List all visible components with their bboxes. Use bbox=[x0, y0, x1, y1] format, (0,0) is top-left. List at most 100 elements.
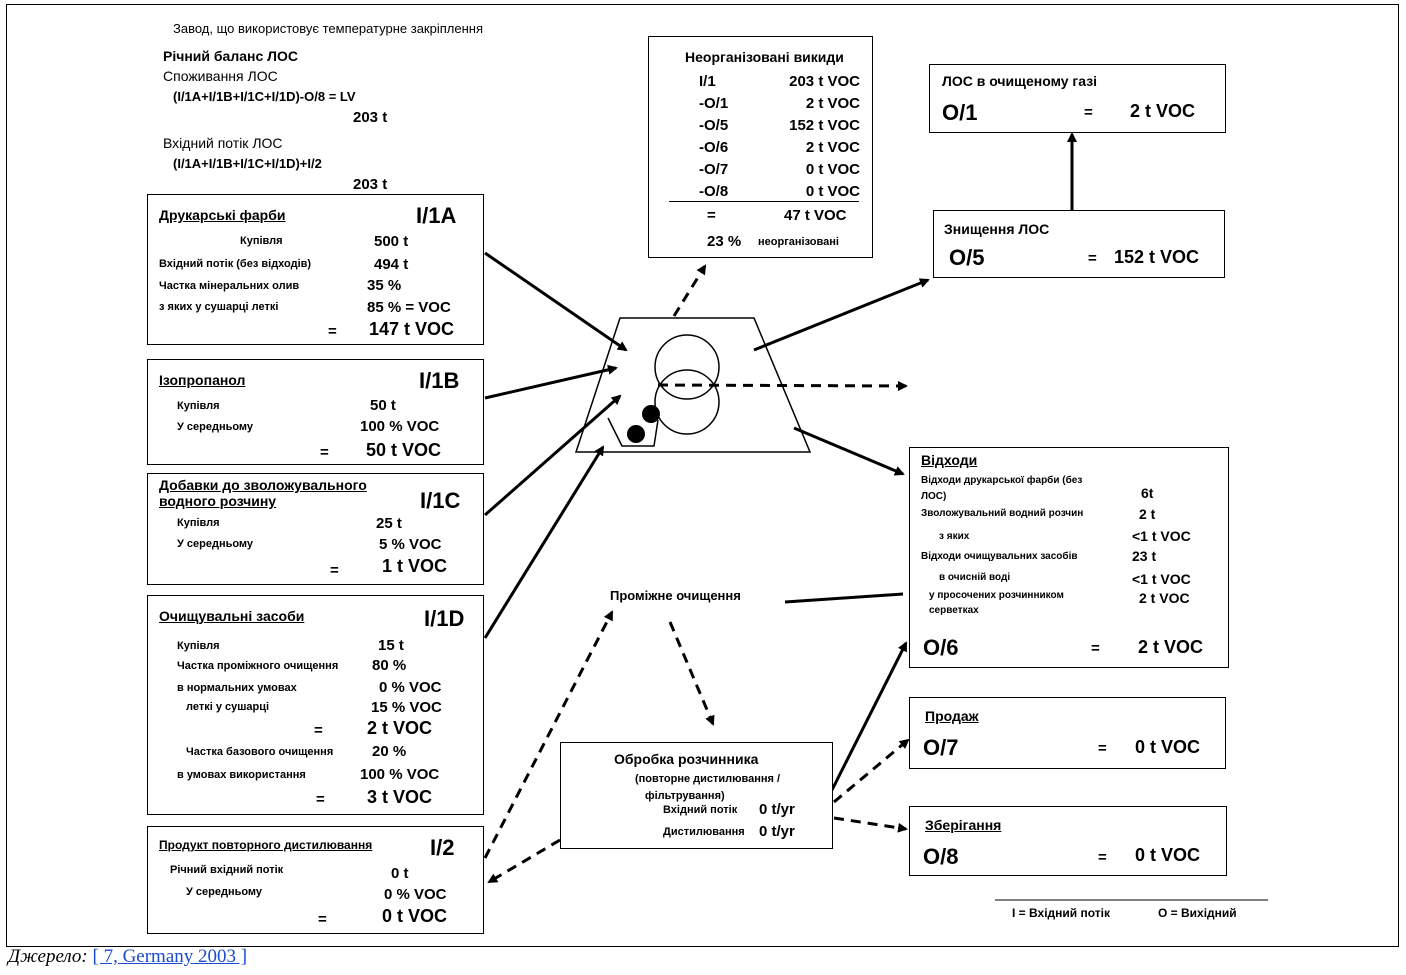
row-label: з яких у сушарці леткі bbox=[159, 301, 279, 313]
fugitive-row-value: 152 t VOC bbox=[789, 117, 860, 134]
row-value: 100 % VOC bbox=[360, 418, 440, 435]
arrow-press-to-waste bbox=[793, 426, 905, 476]
arrow-1a-to-press bbox=[484, 251, 628, 352]
box-title: Обробка розчинника bbox=[614, 751, 759, 767]
row-label: Відходи друкарської фарби (без bbox=[921, 475, 1083, 486]
arrow-solvent-to-storage bbox=[833, 816, 908, 833]
sum-line bbox=[669, 201, 859, 202]
row-value: 5 % VOC bbox=[379, 536, 442, 553]
box-value: 2 t VOC bbox=[1138, 637, 1204, 657]
diagram-frame bbox=[6, 4, 1399, 947]
legend-input: I = Вхідний потік bbox=[1012, 906, 1110, 920]
fugitive-total: 47 t VOC bbox=[784, 207, 847, 224]
row-value: 0 % VOC bbox=[384, 886, 447, 903]
box-id: I/1B bbox=[419, 368, 460, 393]
subtotal: 2 t VOC bbox=[367, 718, 433, 738]
box-title: Друкарські фарби bbox=[159, 207, 286, 223]
equals-sign: = bbox=[707, 207, 716, 224]
input-flow-value: 0 t/yr bbox=[759, 801, 795, 818]
row-label: ЛОС) bbox=[921, 491, 947, 502]
fugitive-row-value: 2 t VOC bbox=[805, 139, 860, 156]
arrow-press-to-destruction bbox=[753, 278, 930, 352]
row-value: 0 t bbox=[391, 865, 409, 882]
arrow-1d-to-press bbox=[483, 445, 605, 639]
source-caption: Джерело: [ 7, Germany 2003 ] bbox=[8, 946, 247, 968]
row-label: з яких bbox=[939, 531, 970, 542]
box-title: ЛОС в очищеному газі bbox=[942, 73, 1098, 89]
row-value: <1 t VOC bbox=[1132, 571, 1191, 587]
source-label: Джерело: bbox=[8, 946, 88, 967]
consumption-value: 203 t bbox=[353, 109, 388, 126]
box-storage: Зберігання O/8 = 0 t VOC bbox=[909, 806, 1227, 876]
row-value: 2 t bbox=[1139, 506, 1156, 522]
row-label: в нормальних умовах bbox=[177, 682, 297, 694]
arrow-solvent-to-sale bbox=[833, 738, 910, 804]
arrow-press-fugitive-out bbox=[657, 380, 908, 391]
row-label: Купівля bbox=[240, 235, 283, 247]
row-label: Частка базового очищення bbox=[186, 746, 334, 758]
row-value: 25 t bbox=[376, 515, 402, 532]
equals-sign: = bbox=[318, 911, 327, 928]
fugitive-row-value: 0 t VOC bbox=[805, 183, 860, 200]
subtotal: 3 t VOC bbox=[367, 787, 433, 807]
distillation-value: 0 t/yr bbox=[759, 823, 795, 840]
arrow-cleaning-to-solvent bbox=[668, 621, 715, 726]
fugitive-percent: 23 % bbox=[707, 233, 742, 250]
input-label: Вхідний потік ЛОС bbox=[163, 135, 283, 151]
box-title-line1: Добавки до зволожувального bbox=[159, 477, 367, 493]
box-value: 152 t VOC bbox=[1114, 247, 1200, 267]
fugitive-row-value: 203 t VOC bbox=[789, 73, 860, 90]
row-label: Частка мінеральних олив bbox=[159, 280, 300, 292]
arrow-cleaning-to-waste bbox=[784, 592, 904, 604]
box-title: Відходи bbox=[921, 452, 978, 468]
plant-title: Завод, що використовує температурне закр… bbox=[173, 21, 483, 36]
box-id: O/7 bbox=[923, 735, 959, 760]
row-value: 494 t bbox=[374, 256, 409, 273]
row-value: 100 % VOC bbox=[360, 766, 440, 783]
intermediate-cleaning-label: Проміжне очищення bbox=[610, 588, 741, 603]
row-value: 20 % bbox=[372, 743, 407, 760]
box-redistilled-product: Продукт повторного дистилювання I/2 Річн… bbox=[147, 826, 484, 934]
box-value: 0 t VOC bbox=[1135, 737, 1201, 757]
row-value: 2 t VOC bbox=[1139, 590, 1190, 606]
row-label: У середньому bbox=[177, 538, 254, 550]
box-sale: Продаж O/7 = 0 t VOC bbox=[909, 697, 1226, 769]
arrow-1c-to-press bbox=[484, 394, 622, 517]
box-id: O/6 bbox=[923, 635, 959, 660]
box-total: 147 t VOC bbox=[369, 319, 455, 339]
box-id: I/1D bbox=[424, 606, 465, 631]
arrow-1b-to-press bbox=[484, 364, 618, 400]
balance-title: Річний баланс ЛОС bbox=[163, 48, 298, 64]
row-value: 15 t bbox=[378, 637, 404, 654]
equals-sign: = bbox=[328, 323, 337, 340]
fugitive-percent-label: неорганізовані bbox=[758, 236, 839, 248]
box-total: 0 t VOC bbox=[382, 906, 448, 926]
box-value: 0 t VOC bbox=[1135, 845, 1201, 865]
fugitive-row-code: -O/5 bbox=[699, 117, 729, 134]
equals-sign: = bbox=[1098, 740, 1107, 757]
row-value: 80 % bbox=[372, 657, 407, 674]
row-label: Річний вхідний потік bbox=[170, 864, 284, 876]
box-total: 1 t VOC bbox=[382, 556, 448, 576]
input-value: 203 t bbox=[353, 176, 388, 193]
box-value: 2 t VOC bbox=[1130, 101, 1196, 121]
box-title: Знищення ЛОС bbox=[944, 221, 1050, 237]
row-label: серветках bbox=[929, 605, 979, 616]
box-id: I/2 bbox=[430, 835, 455, 860]
box-title: Ізопропанол bbox=[159, 372, 246, 388]
input-formula: (I/1A+I/1B+I/1C+I/1D)+I/2 bbox=[173, 156, 322, 171]
row-value: 500 t bbox=[374, 233, 409, 250]
row-label: Частка проміжного очищення bbox=[177, 660, 339, 672]
equals-sign: = bbox=[1091, 640, 1100, 657]
row-value: 50 t bbox=[370, 397, 396, 414]
fugitive-row-code: -O/6 bbox=[699, 139, 729, 156]
arrow-solvent-to-i2 bbox=[487, 838, 561, 884]
fugitive-row-code: -O/8 bbox=[699, 183, 729, 200]
box-isopropanol: Ізопропанол I/1B Купівля 50 t У середньо… bbox=[147, 359, 484, 465]
equals-sign: = bbox=[1084, 104, 1093, 121]
fugitive-row-code: I/1 bbox=[699, 73, 716, 90]
source-link[interactable]: [ 7, Germany 2003 ] bbox=[92, 946, 248, 967]
arrow-solvent-to-waste bbox=[830, 641, 908, 791]
